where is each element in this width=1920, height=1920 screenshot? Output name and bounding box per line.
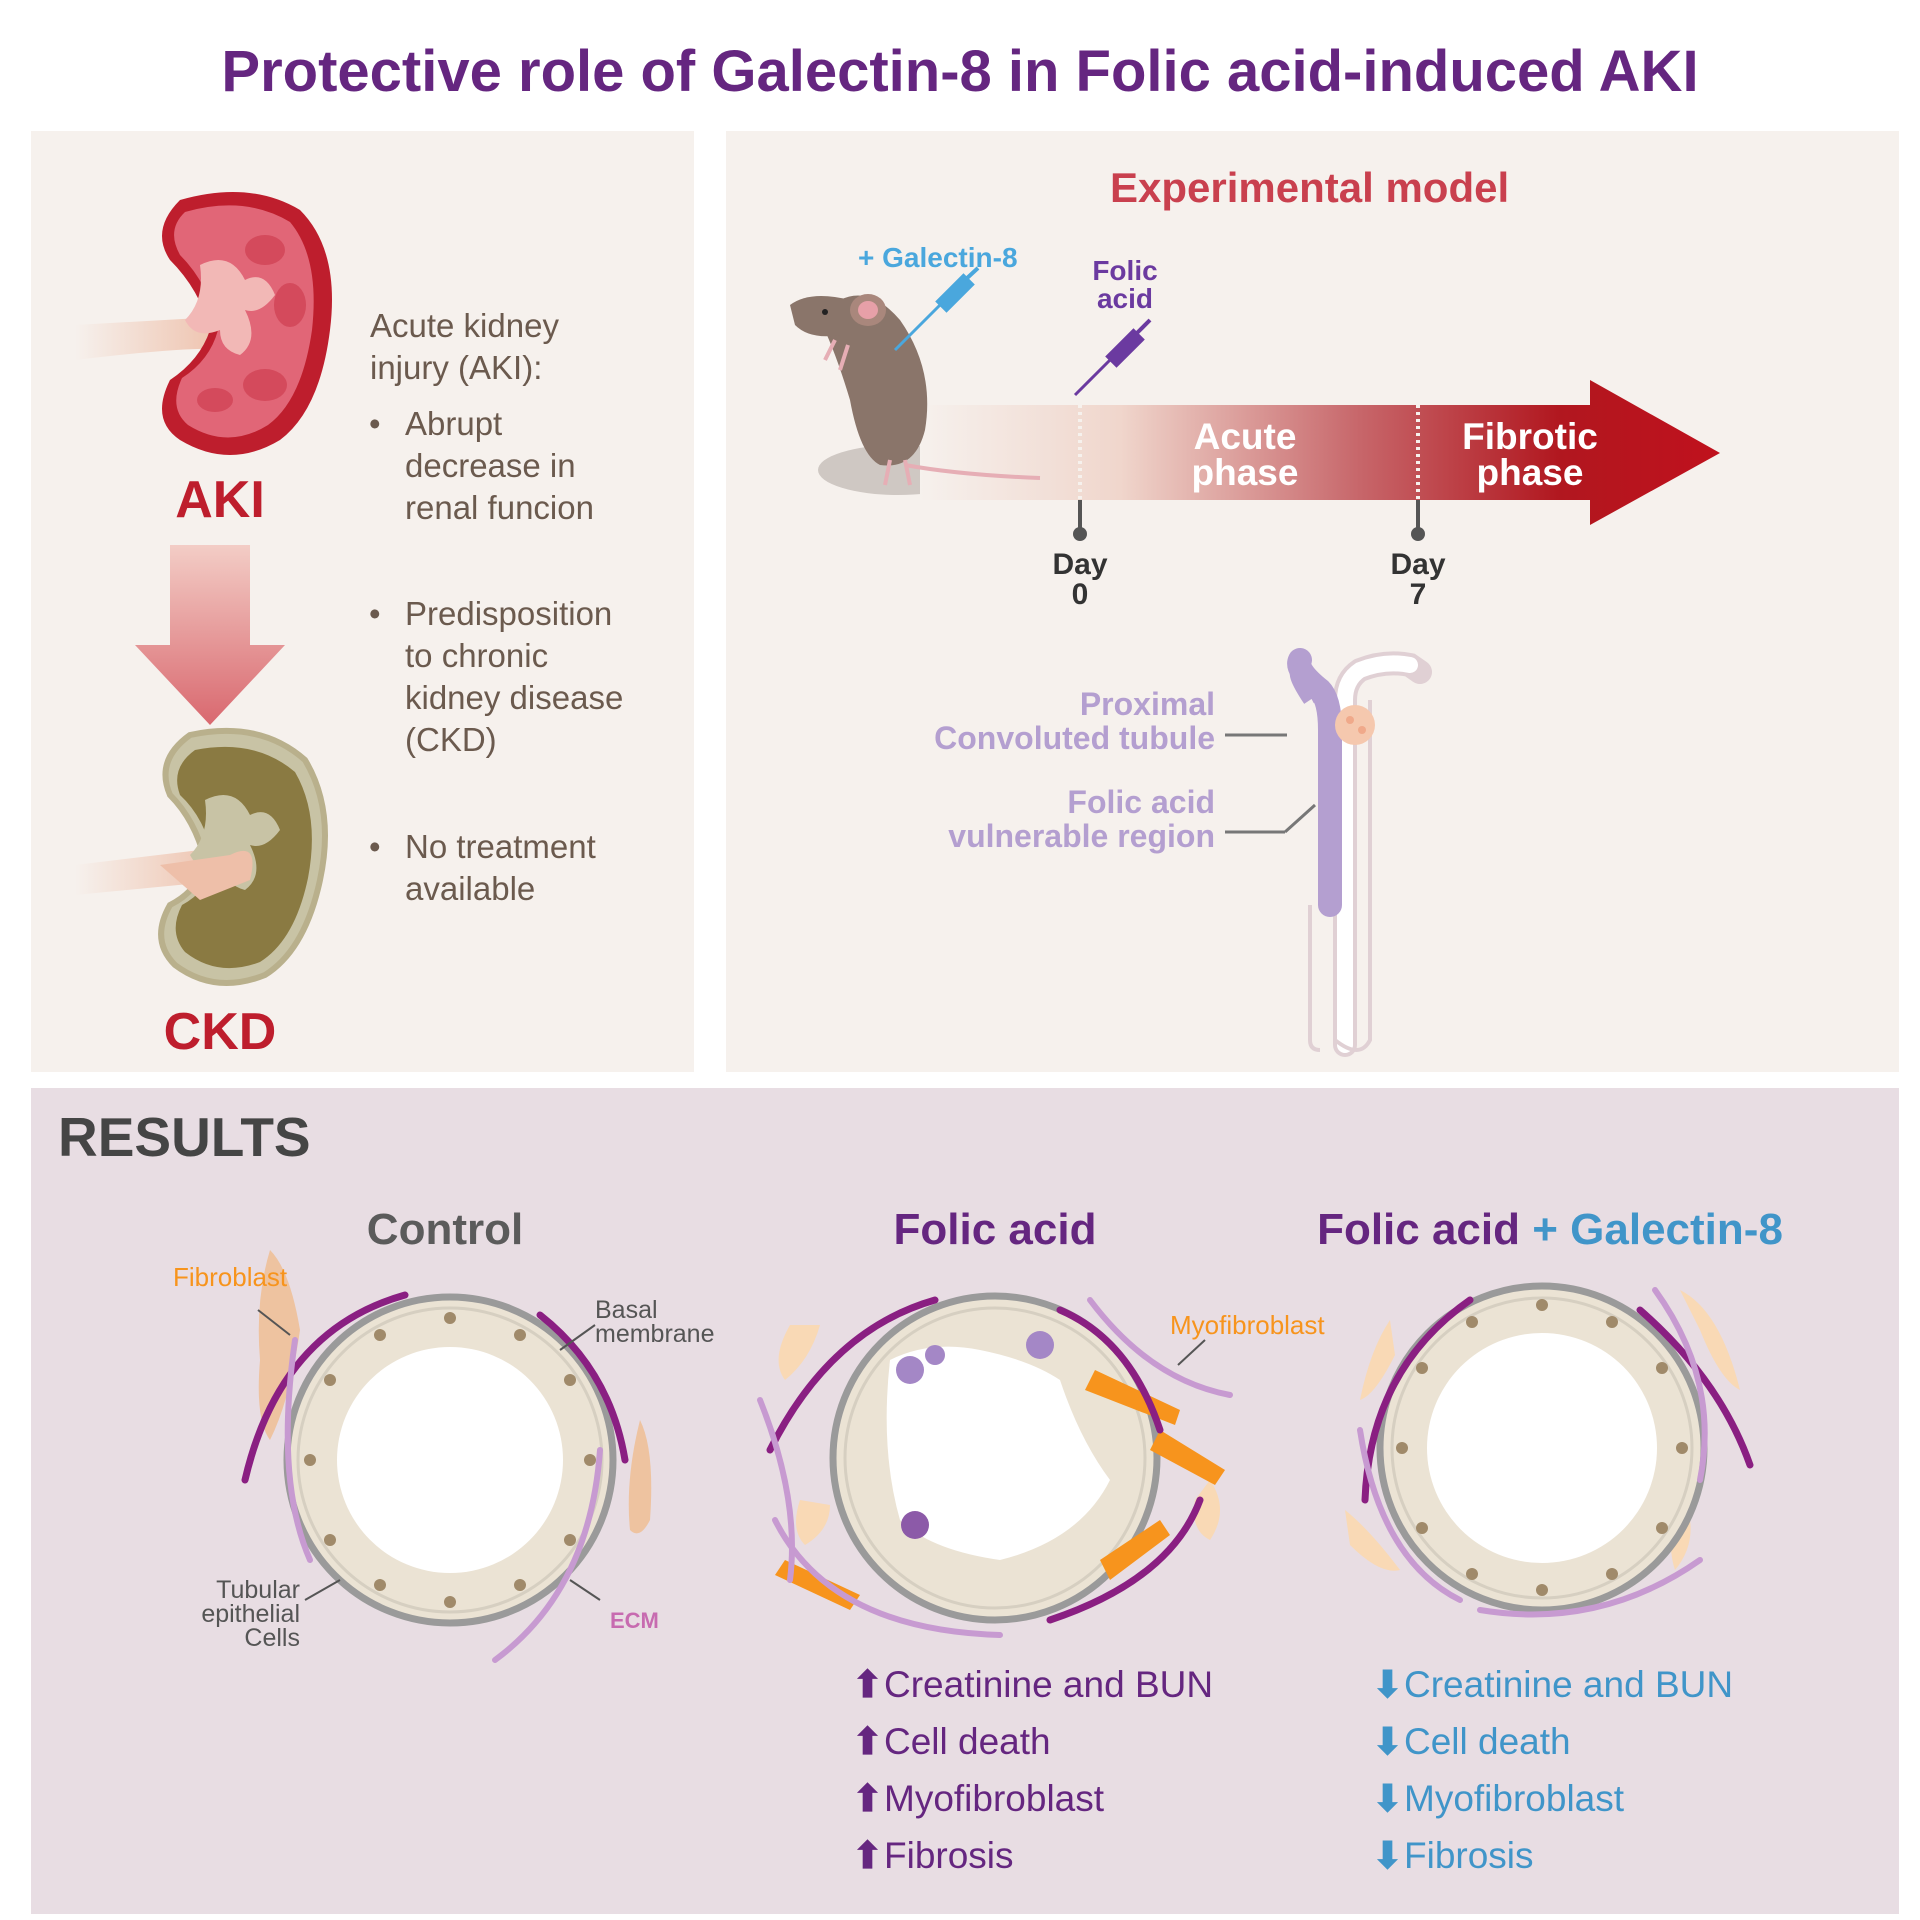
folic-effect-item: ⬆Fibrosis xyxy=(852,1827,1213,1884)
proximal-tubule-label: Proximal Convoluted tubule xyxy=(934,686,1215,756)
folic-effect-item: ⬆Myofibroblast xyxy=(852,1770,1213,1827)
galectin-title: Folic acid + Galectin-8 xyxy=(1317,1205,1783,1254)
galectin-effect-item: ⬇Creatinine and BUN xyxy=(1372,1656,1733,1713)
galectin-syringe-icon xyxy=(893,266,980,352)
up-arrow-icon: ⬆ xyxy=(852,1835,884,1876)
results-title: RESULTS xyxy=(58,1106,311,1168)
down-arrow-icon: ⬇ xyxy=(1372,1835,1404,1876)
down-arrow-icon: ⬇ xyxy=(1372,1778,1404,1819)
day0-label: Day 0 xyxy=(1052,548,1108,611)
galectin-label: + Galectin-8 xyxy=(858,242,1018,273)
nephron-diagram xyxy=(1225,648,1432,1057)
folic-effect-item: ⬆Cell death xyxy=(852,1713,1213,1770)
mouse-icon xyxy=(790,294,1041,486)
galectin-effect-item: ⬇Myofibroblast xyxy=(1372,1770,1733,1827)
experimental-model-title: Experimental model xyxy=(1110,164,1510,211)
progression-arrow xyxy=(135,545,285,725)
day7-label: Day 7 xyxy=(1390,548,1446,611)
folic-acid-title: Folic acid xyxy=(893,1205,1097,1254)
control-title: Control xyxy=(366,1205,524,1254)
galectin-effect-item: ⬇Fibrosis xyxy=(1372,1827,1733,1884)
up-arrow-icon: ⬆ xyxy=(852,1721,884,1762)
galectin-tubule xyxy=(1345,1282,1754,1618)
folic-acid-effects-list: ⬆Creatinine and BUN ⬆Cell death ⬆Myofibr… xyxy=(852,1656,1213,1884)
tubular-epithelial-label: Tubular epithelial Cells xyxy=(201,1576,300,1652)
up-arrow-icon: ⬆ xyxy=(852,1778,884,1819)
fibroblast-label: Fibroblast xyxy=(173,1262,288,1292)
basal-membrane-label: Basal membrane xyxy=(595,1296,715,1348)
up-arrow-icon: ⬆ xyxy=(852,1664,884,1705)
timeline-arrow xyxy=(920,380,1720,525)
down-arrow-icon: ⬇ xyxy=(1372,1664,1404,1705)
folic-acid-label: Folic acid xyxy=(1092,255,1158,314)
aki-label: AKI xyxy=(175,471,265,529)
bullet-ckd-predisposition: • Predisposition to chronic kidney disea… xyxy=(369,595,624,758)
vulnerable-region-label: Folic acid vulnerable region xyxy=(948,784,1215,854)
page-title: Protective role of Galectin-8 in Folic a… xyxy=(221,39,1699,104)
aki-kidney-icon xyxy=(75,192,332,455)
folic-effect-item: ⬆Creatinine and BUN xyxy=(852,1656,1213,1713)
aki-overview-panel xyxy=(31,131,694,1072)
folic-syringe-icon xyxy=(1073,318,1152,397)
galectin-effects-list: ⬇Creatinine and BUN ⬇Cell death ⬇Myofibr… xyxy=(1372,1656,1733,1884)
ckd-kidney-icon xyxy=(75,727,328,986)
bullet-no-treatment: • No treatment available xyxy=(369,828,596,907)
fibrotic-phase-label: Fibrotic phase xyxy=(1462,416,1598,493)
ckd-label: CKD xyxy=(163,1003,277,1061)
myofibroblast-label: Myofibroblast xyxy=(1170,1310,1325,1340)
bullet-abrupt-decrease: • Abrupt decrease in renal funcion xyxy=(369,405,594,526)
folic-acid-tubule xyxy=(757,1292,1233,1638)
ecm-label: ECM xyxy=(610,1608,659,1633)
control-tubule xyxy=(241,1250,652,1663)
experimental-model-panel xyxy=(726,131,1899,1072)
down-arrow-icon: ⬇ xyxy=(1372,1721,1404,1762)
acute-phase-label: Acute phase xyxy=(1191,416,1299,493)
aki-heading: Acute kidney injury (AKI): xyxy=(370,307,559,386)
galectin-effect-item: ⬇Cell death xyxy=(1372,1713,1733,1770)
